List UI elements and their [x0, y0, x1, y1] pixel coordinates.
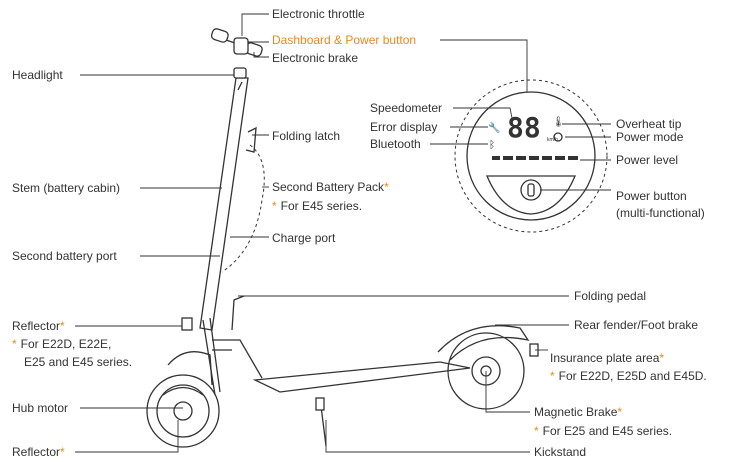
thermometer-icon: 🌡: [552, 116, 565, 128]
scooter-illustration: [146, 28, 539, 448]
label-magnetic-brake: Magnetic Brake*: [534, 405, 622, 419]
label-power-level: Power level: [616, 153, 678, 167]
label-reflector-bottom: Reflector*: [12, 445, 65, 459]
hub-motor-rim: [156, 384, 210, 438]
label-second-battery-port: Second battery port: [12, 249, 117, 263]
label-reflector-top: Reflector*: [12, 319, 65, 333]
left-grip: [210, 28, 229, 43]
note-reflector-2: E25 and E45 series.: [24, 355, 132, 369]
label-bluetooth: Bluetooth: [370, 137, 421, 151]
label-folding-pedal: Folding pedal: [574, 289, 646, 303]
label-power-button: Power button: [616, 189, 687, 203]
stem: [199, 77, 249, 331]
note-insurance: *For E22D, E25D and E45D.: [550, 369, 707, 383]
rear-fender-part: [437, 325, 530, 361]
label-overheat-tip: Overheat tip: [616, 117, 682, 131]
label-power-mode: Power mode: [616, 130, 684, 144]
hub-motor-detail: [162, 386, 204, 396]
label-stem: Stem (battery cabin): [12, 181, 120, 195]
label-dashboard-power: Dashboard & Power button: [272, 33, 416, 47]
second-battery-outline: [221, 144, 265, 273]
power-button-panel: [486, 175, 576, 215]
front-wheel: [146, 374, 220, 448]
note-power-button: (multi-functional): [616, 206, 705, 220]
folding-pedal-part: [231, 295, 245, 331]
label-headlight: Headlight: [12, 68, 63, 82]
deck: [252, 361, 471, 393]
neck-joint: [212, 339, 263, 379]
speed-digits: 88: [507, 111, 541, 144]
dashboard-zoom-outline: [454, 79, 608, 233]
error-wrench-icon: 🔧: [488, 121, 500, 134]
kickstand-mount: [315, 397, 325, 411]
reflector-top-part: [181, 317, 193, 331]
label-rear-fender: Rear fender/Foot brake: [574, 318, 698, 332]
label-charge-port: Charge port: [272, 231, 336, 245]
headlight-part: [233, 67, 247, 79]
dashboard-detail: 88 km/h 🔧 ᛒ 🌡: [454, 79, 608, 233]
note-magnetic: *For E25 and E45 series.: [534, 424, 672, 438]
note-reflector-1: *For E22D, E22E,: [12, 337, 111, 351]
label-kickstand: Kickstand: [534, 445, 586, 459]
hub-motor-core: [173, 401, 193, 421]
front-fender: [167, 351, 213, 386]
stem-detail: [237, 81, 243, 91]
power-level-bar: [492, 156, 578, 160]
speed-unit: km/h: [547, 137, 558, 143]
dashboard-face: [466, 91, 596, 221]
bluetooth-icon: ᛒ: [489, 140, 495, 151]
dashboard-housing: [233, 37, 249, 55]
label-speedometer: Speedometer: [370, 101, 442, 115]
power-button-glyph: [527, 183, 535, 197]
power-button-icon[interactable]: [520, 179, 542, 201]
label-electronic-throttle: Electronic throttle: [272, 7, 365, 21]
label-folding-latch: Folding latch: [272, 129, 340, 143]
label-hub-motor: Hub motor: [12, 401, 68, 415]
leader-lines: [75, 13, 611, 453]
folding-latch-part: [245, 126, 257, 153]
power-mode-icon: [553, 132, 563, 142]
label-insurance-plate: Insurance plate area*: [550, 351, 664, 365]
note-second-battery: *For E45 series.: [272, 199, 362, 213]
label-second-battery-pack: Second Battery Pack*: [272, 180, 389, 194]
label-electronic-brake: Electronic brake: [272, 51, 358, 65]
label-error-display: Error display: [370, 120, 437, 134]
front-fork: [202, 319, 216, 396]
labels: Electronic throttle Dashboard & Power bu…: [12, 7, 707, 459]
